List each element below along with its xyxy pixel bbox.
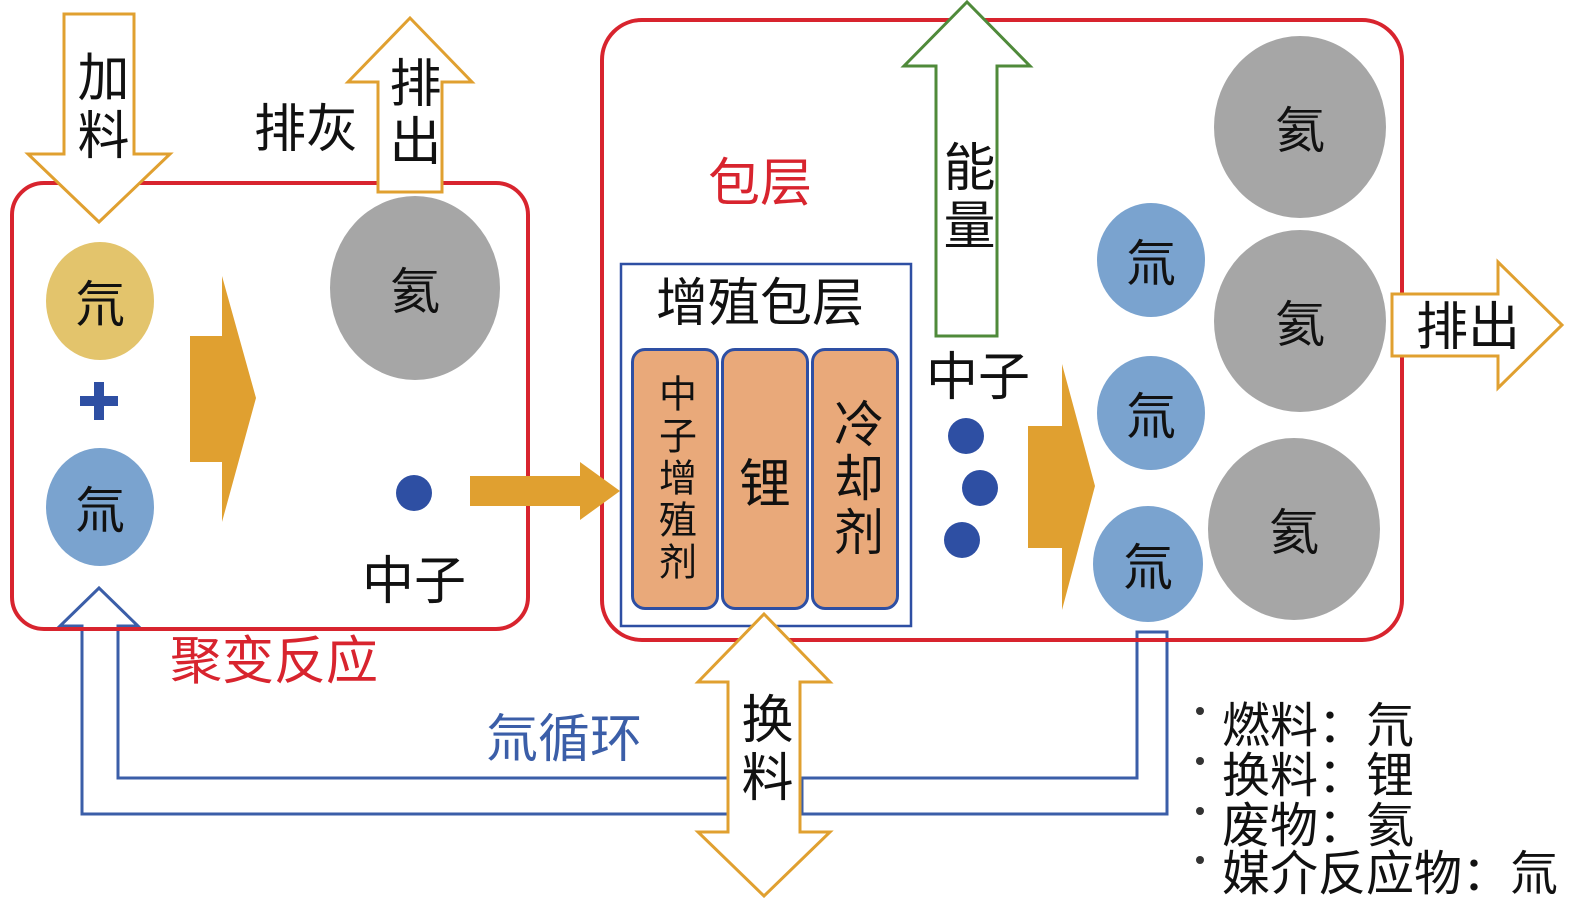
legend-refuel: 换料：锂	[1222, 748, 1415, 804]
fusion-exhaust-arrow	[344, 15, 476, 194]
feed-arrow	[24, 12, 174, 225]
tritium-cycle-loop	[800, 630, 1169, 816]
neutron-transfer-arrow	[470, 462, 620, 520]
breeding-blanket-title: 增殖包层	[656, 274, 865, 334]
neutron-dot-3	[944, 522, 980, 558]
blanket-neutron-label: 中子	[926, 348, 1031, 408]
tritium-circle-1: 氚	[1097, 203, 1205, 317]
feed-label: 加料	[68, 50, 128, 166]
helium-circle-2: 氦	[1214, 230, 1386, 412]
breeding-reaction-arrow	[1028, 364, 1095, 610]
blanket-exhaust-label: 排出	[1416, 298, 1521, 358]
lithium-label: 锂	[738, 454, 791, 515]
lithium-bar: 锂	[721, 348, 809, 610]
tritium-cycle-pipe	[56, 585, 728, 816]
helium-circle-1: 氦	[1214, 36, 1386, 218]
tritium-circle-2: 氚	[1097, 356, 1205, 470]
fusion-neutron-label: 中子	[362, 552, 467, 612]
tritium-cycle-label: 氚循环	[486, 710, 643, 770]
ash-label: 排灰	[254, 100, 359, 160]
blanket-title: 包层	[708, 154, 813, 214]
refuel-label: 换料	[732, 692, 792, 808]
fusion-reaction-arrow	[190, 276, 256, 522]
legend-waste: 废物：氦	[1222, 798, 1415, 854]
fusion-exhaust-label: 排出	[380, 56, 440, 172]
legend-bullet-4	[1196, 856, 1204, 864]
helium-circle-3: 氦	[1208, 438, 1380, 620]
neutron-multiplier-label: 中子增殖剂	[652, 374, 697, 584]
helium-circle: 氦	[330, 196, 500, 380]
coolant-bar: 冷却剂	[811, 348, 899, 610]
neutron-multiplier-bar: 中子增殖剂	[631, 348, 719, 610]
legend-medium-reactant: 媒介反应物：氚	[1222, 846, 1559, 902]
energy-arrow	[900, 0, 1034, 338]
coolant-label: 冷却剂	[826, 398, 884, 560]
fusion-box	[10, 181, 530, 631]
tritium-circle: 氚	[46, 448, 154, 566]
tritium-circle-3: 氚	[1093, 506, 1203, 622]
legend-bullet-1	[1196, 707, 1204, 715]
fusion-title: 聚变反应	[170, 632, 379, 692]
neutron-dot	[396, 475, 432, 511]
energy-label: 能量	[934, 140, 994, 256]
blanket-exhaust-arrow	[1390, 258, 1565, 392]
neutron-dot-2	[962, 470, 998, 506]
refuel-arrow	[694, 611, 834, 898]
legend-bullet-3	[1196, 807, 1204, 815]
legend-fuel: 燃料：氘	[1222, 698, 1415, 754]
plus-sign	[80, 382, 118, 420]
neutron-dot-1	[948, 418, 984, 454]
legend-bullet-2	[1196, 757, 1204, 765]
deuterium-circle: 氘	[46, 242, 154, 360]
